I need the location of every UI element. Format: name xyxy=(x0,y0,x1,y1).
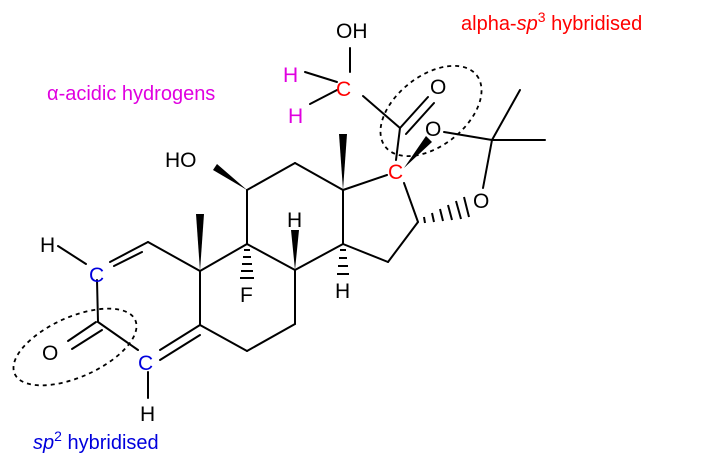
annotation-sp2-italic: sp xyxy=(33,432,54,454)
annotation-alpha-acidic: α-acidic hydrogens xyxy=(47,83,215,105)
atom-f: F xyxy=(240,284,253,307)
atom-h-c4: H xyxy=(140,403,155,426)
sp2-carbonyl-ellipse xyxy=(12,307,138,387)
annotation-alpha-sp3-sup: 3 xyxy=(538,9,546,25)
sp3-carbonyl-ellipse xyxy=(379,64,483,158)
atom-o-acetal-lower: O xyxy=(473,190,489,213)
annotation-alpha-sp3-prefix: alpha- xyxy=(461,13,517,35)
annotation-alpha-sp3: alpha-sp3 hybridised xyxy=(461,9,642,35)
annotation-sp2: sp2 hybridised xyxy=(33,428,159,454)
atom-labels: OH HO H H C C O O O C C H H H H F O xyxy=(40,20,489,426)
atom-oh-left: HO xyxy=(165,149,197,172)
annotation-alpha-sp3-italic: sp xyxy=(517,13,538,35)
bond-skeleton xyxy=(57,47,546,399)
atom-h-c8: H xyxy=(287,209,302,232)
atom-h-c2: H xyxy=(40,234,55,257)
atom-c-blue-c2: C xyxy=(89,264,104,287)
atom-oh-top: OH xyxy=(336,20,368,43)
stereo-bonds xyxy=(196,134,470,279)
atom-o-enone: O xyxy=(42,342,58,365)
annotation-sp2-sup: 2 xyxy=(54,428,62,444)
atom-h-pink-lower: H xyxy=(288,105,303,128)
atom-h-pink-upper: H xyxy=(283,64,298,87)
atom-c-red-alpha: C xyxy=(336,78,351,101)
annotation-alpha-sp3-suffix: hybridised xyxy=(546,13,643,35)
atom-o-ketone: O xyxy=(430,76,446,99)
atom-h-c14: H xyxy=(335,280,350,303)
atom-o-acetal-upper: O xyxy=(425,118,441,141)
annotation-sp2-suffix: hybridised xyxy=(62,432,159,454)
atom-c-blue-c4: C xyxy=(138,352,153,375)
atom-c-red-c17: C xyxy=(388,161,403,184)
